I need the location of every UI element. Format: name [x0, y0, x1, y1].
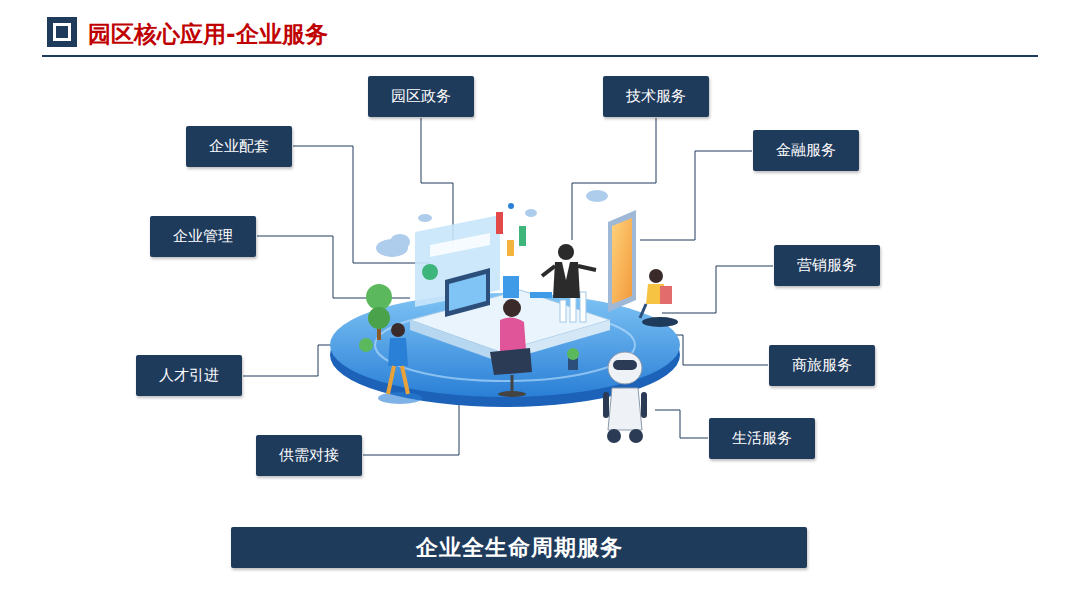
service-box: 供需对接	[256, 435, 362, 476]
service-box: 企业管理	[150, 216, 256, 257]
box-label: 商旅服务	[792, 356, 852, 375]
service-box: 生活服务	[709, 418, 815, 459]
box-label: 营销服务	[797, 256, 857, 275]
service-box: 人才引进	[136, 355, 242, 396]
box-label: 金融服务	[776, 141, 836, 160]
service-box: 营销服务	[774, 245, 880, 286]
band-label: 企业全生命周期服务	[416, 533, 623, 563]
summary-band: 企业全生命周期服务	[231, 527, 807, 568]
service-box: 技术服务	[603, 76, 709, 117]
box-label: 生活服务	[732, 429, 792, 448]
box-label: 技术服务	[626, 87, 686, 106]
box-label: 企业管理	[173, 227, 233, 246]
service-box: 园区政务	[368, 76, 474, 117]
box-label: 企业配套	[209, 137, 269, 156]
box-label: 园区政务	[391, 87, 451, 106]
service-box: 商旅服务	[769, 345, 875, 386]
box-label: 供需对接	[279, 446, 339, 465]
page-title: 园区核心应用-企业服务	[88, 19, 328, 50]
service-box: 金融服务	[753, 130, 859, 171]
service-box: 企业配套	[186, 126, 292, 167]
box-label: 人才引进	[159, 366, 219, 385]
